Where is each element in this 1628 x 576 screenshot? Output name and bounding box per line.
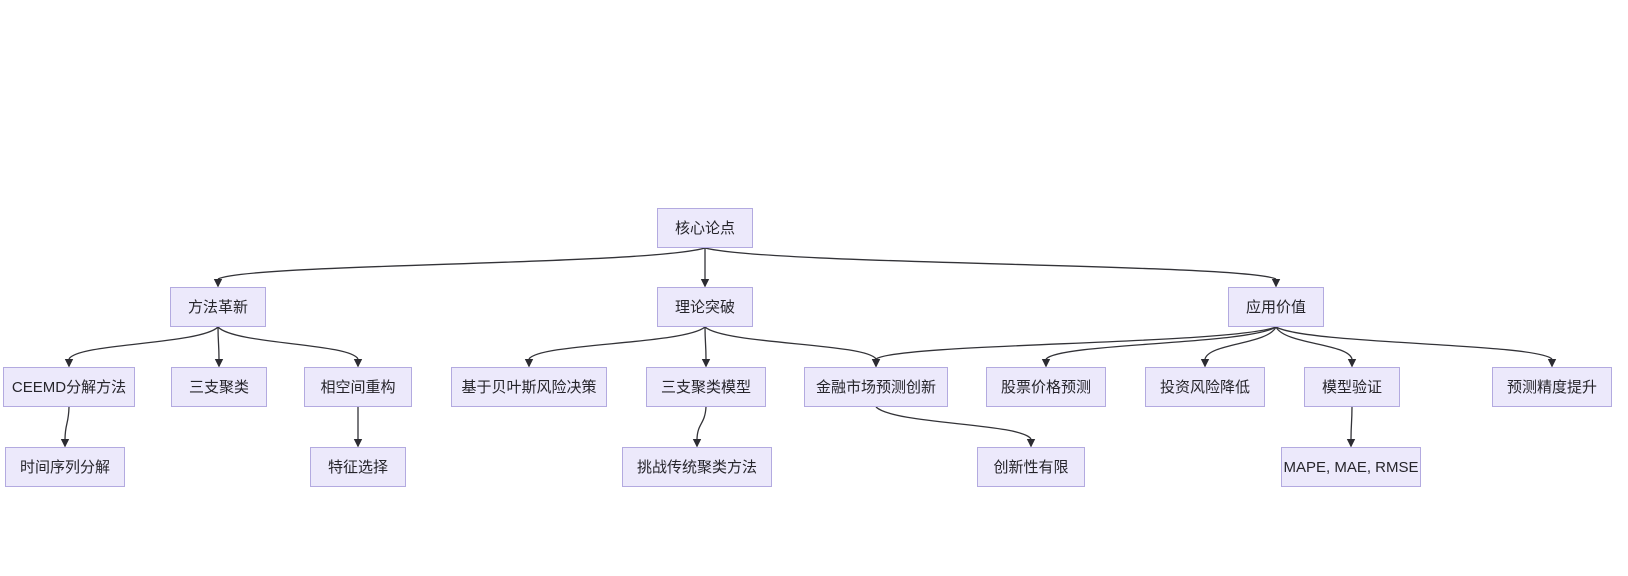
node-l1c[interactable]: 应用价值	[1228, 287, 1324, 327]
node-l2a3[interactable]: 相空间重构	[304, 367, 412, 407]
arrowhead-l2a3-to-l3a3	[353, 439, 363, 448]
node-root[interactable]: 核心论点	[657, 208, 753, 248]
edge-l2a1-to-l3a1	[64, 406, 70, 440]
node-label: 特征选择	[327, 458, 388, 476]
edge-l1c-to-l2c3	[1275, 326, 1353, 360]
edge-l1a-to-l2a2	[217, 326, 220, 360]
arrowhead-l1a-to-l2a2	[214, 359, 224, 368]
node-l2c2[interactable]: 投资风险降低	[1145, 367, 1265, 407]
node-label: 预测精度提升	[1506, 378, 1597, 396]
edge-root-to-l1c	[704, 247, 1277, 280]
node-l3a3[interactable]: 特征选择	[310, 447, 406, 487]
arrowhead-l1b-to-l2b1	[524, 359, 534, 368]
arrowhead-l2a1-to-l3a1	[60, 439, 70, 448]
edge-l1b-to-l2b3	[704, 326, 877, 360]
arrowhead-root-to-l1b	[700, 279, 710, 288]
node-l2a2[interactable]: 三支聚类	[171, 367, 267, 407]
edge-l1b-to-l2b2	[704, 326, 707, 360]
node-label: 方法革新	[187, 298, 248, 316]
node-l2a1[interactable]: CEEMD分解方法	[3, 367, 135, 407]
node-l2c3[interactable]: 模型验证	[1304, 367, 1400, 407]
arrowhead-l1c-to-l2c3	[1347, 359, 1357, 368]
edge-l2c3-to-l3c3	[1350, 406, 1353, 440]
arrowhead-l2b2-to-l3b2	[692, 439, 702, 448]
edge-root-to-l1a	[217, 247, 706, 280]
node-label: 三支聚类模型	[660, 378, 751, 396]
arrowhead-l2c3-to-l3c3	[1346, 439, 1356, 448]
node-label: 股票价格预测	[1000, 378, 1091, 396]
node-label: 基于贝叶斯风险决策	[461, 378, 597, 396]
node-l1b[interactable]: 理论突破	[657, 287, 753, 327]
arrowhead-l1b-to-l2b2	[701, 359, 711, 368]
node-l1a[interactable]: 方法革新	[170, 287, 266, 327]
node-l2b3[interactable]: 金融市场预测创新	[804, 367, 948, 407]
edge-l2b2-to-l3b2	[696, 406, 707, 440]
edge-l1c-to-l2b3	[875, 326, 1277, 360]
edge-l1a-to-l2a3	[217, 326, 359, 360]
edge-l1a-to-l2a1	[68, 326, 219, 360]
node-l3b3[interactable]: 创新性有限	[977, 447, 1085, 487]
node-l2c1[interactable]: 股票价格预测	[986, 367, 1106, 407]
node-l3c3[interactable]: MAPE, MAE, RMSE	[1281, 447, 1421, 487]
arrowhead-l1c-to-l2c4	[1547, 359, 1557, 368]
node-label: 投资风险降低	[1159, 378, 1250, 396]
arrowhead-l2b3-to-l3b3	[1026, 439, 1036, 448]
node-label: 理论突破	[674, 298, 735, 316]
node-label: 应用价值	[1245, 298, 1306, 316]
arrowhead-l1c-to-l2c1	[1041, 359, 1051, 368]
node-l3b2[interactable]: 挑战传统聚类方法	[622, 447, 772, 487]
arrowhead-l1c-to-l2b3	[871, 359, 881, 368]
node-label: 三支聚类	[188, 378, 249, 396]
node-label: 创新性有限	[993, 458, 1069, 476]
arrowhead-l1c-to-l2c2	[1200, 359, 1210, 368]
edge-l1c-to-l2c4	[1275, 326, 1553, 360]
node-label: 模型验证	[1321, 378, 1382, 396]
edge-l1b-to-l2b1	[528, 326, 706, 360]
node-label: 挑战传统聚类方法	[636, 458, 757, 476]
node-l2b2[interactable]: 三支聚类模型	[646, 367, 766, 407]
arrowhead-root-to-l1a	[213, 279, 223, 288]
arrowhead-root-to-l1c	[1271, 279, 1281, 288]
node-label: CEEMD分解方法	[11, 378, 127, 396]
node-label: 核心论点	[674, 219, 735, 237]
node-label: MAPE, MAE, RMSE	[1283, 458, 1419, 476]
node-label: 金融市场预测创新	[815, 378, 936, 396]
arrowhead-l1a-to-l2a1	[64, 359, 74, 368]
node-label: 相空间重构	[320, 378, 396, 396]
node-l2c4[interactable]: 预测精度提升	[1492, 367, 1612, 407]
edge-l1c-to-l2c2	[1204, 326, 1277, 360]
node-l2b1[interactable]: 基于贝叶斯风险决策	[451, 367, 607, 407]
edge-l2b3-to-l3b3	[875, 406, 1032, 440]
node-l3a1[interactable]: 时间序列分解	[5, 447, 125, 487]
node-label: 时间序列分解	[19, 458, 110, 476]
edge-l1c-to-l2c1	[1045, 326, 1277, 360]
arrowhead-l1a-to-l2a3	[353, 359, 363, 368]
